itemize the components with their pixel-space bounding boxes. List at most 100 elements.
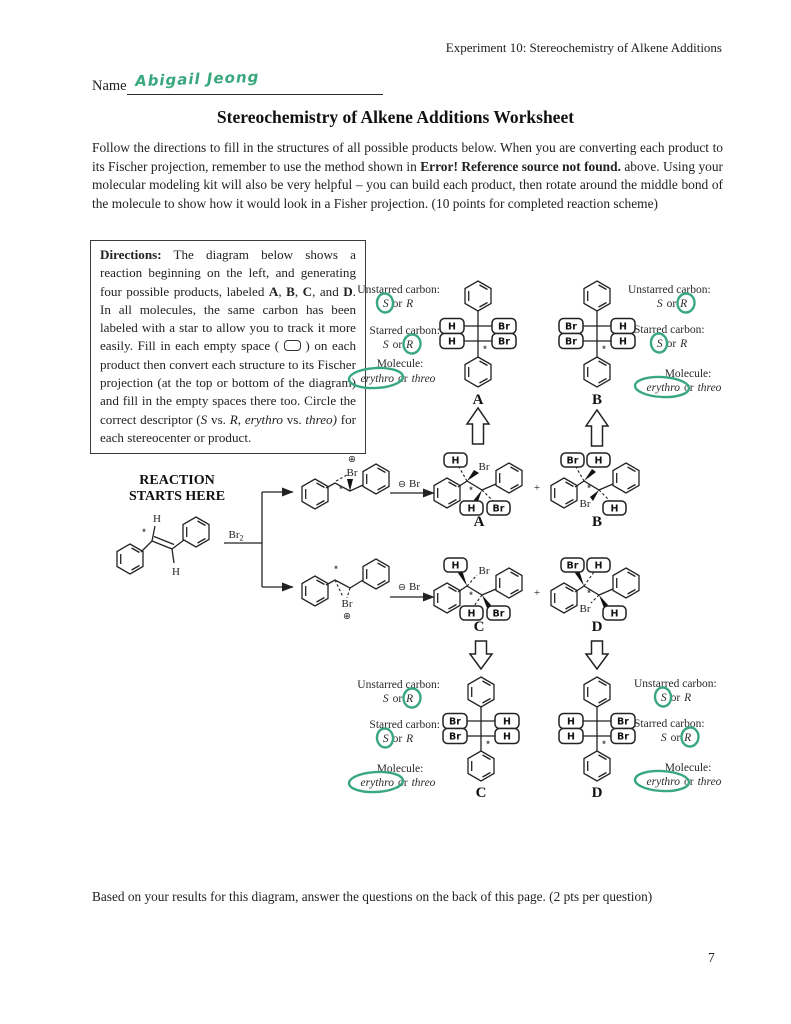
fill-box-A-right-bottom[interactable]: [491, 332, 517, 350]
molecule-label: Molecule:: [665, 762, 712, 774]
phenyl-ring: [495, 462, 523, 494]
fill-box-A-bottom-right[interactable]: [486, 500, 511, 516]
option-S[interactable]: S: [657, 298, 663, 310]
option-erythro[interactable]: erythro: [361, 373, 395, 385]
dashed-bonds: [334, 579, 351, 599]
or-text: or: [671, 692, 681, 704]
fill-box-A-left-bottom[interactable]: [439, 332, 465, 350]
option-erythro[interactable]: erythro: [361, 777, 395, 789]
option-S[interactable]: S: [383, 733, 389, 745]
hand-letter: Br: [565, 337, 577, 348]
fill-box-C-bottom-left[interactable]: [459, 605, 484, 621]
hand-letter: Br: [498, 322, 510, 333]
fill-box-A-bottom-left[interactable]: [459, 500, 484, 516]
answer-circle-D-unstarred-S: [653, 686, 673, 708]
product-D-structure: Br H Br H * D: [550, 557, 640, 671]
phenyl-ring: [301, 575, 329, 607]
fischer-bonds: [464, 311, 492, 357]
fill-box-C-right-bottom[interactable]: [494, 727, 520, 745]
option-threo[interactable]: threo: [412, 777, 436, 789]
text-segment: vs.: [282, 411, 306, 427]
fill-box-B-bottom-right[interactable]: [602, 500, 627, 516]
page-number: 7: [708, 950, 715, 965]
text-segment: above. Using your molecular modeling kit…: [92, 158, 723, 211]
starred-carbon-label: Starred carbon:: [369, 325, 440, 337]
label-D: D: [592, 785, 603, 801]
fill-box-B-top-left[interactable]: [560, 452, 585, 468]
option-R[interactable]: R: [405, 339, 413, 351]
text-segment: ) on each product then convert each stru…: [100, 338, 357, 427]
molecule-label: Molecule:: [377, 358, 424, 370]
fill-box-D-top-left[interactable]: [560, 557, 585, 573]
name-field[interactable]: Abigail Jeong: [126, 68, 383, 95]
or-text: or: [667, 298, 677, 310]
star-mark: *: [142, 527, 146, 537]
hand-letter: H: [595, 456, 603, 467]
fischer-projection-C: Br Br H H * C: [442, 676, 520, 801]
option-threo[interactable]: threo: [698, 382, 722, 394]
fill-box-D-bottom-right[interactable]: [602, 605, 627, 621]
fill-box-D-left-bottom[interactable]: [558, 727, 584, 745]
phenyl-ring: [362, 463, 390, 495]
option-R[interactable]: R: [683, 732, 691, 744]
directions-box: Directions: The diagram below shows a re…: [90, 240, 366, 455]
phenyl-ring: [550, 582, 578, 614]
fill-box-B-top-right[interactable]: [586, 452, 611, 468]
fill-box-B-left-bottom[interactable]: [558, 332, 584, 350]
option-R[interactable]: R: [679, 298, 687, 310]
br-label: Br: [342, 598, 353, 610]
phenyl-ring: [612, 462, 640, 494]
intro-paragraph: Follow the directions to fill in the str…: [92, 139, 723, 213]
wedge-bond: [458, 570, 467, 586]
hand-letter: H: [468, 504, 476, 515]
text-segment: R: [229, 411, 238, 427]
option-R[interactable]: R: [679, 338, 687, 350]
fill-box-D-right-bottom[interactable]: [610, 727, 636, 745]
hand-letter: Br: [565, 322, 577, 333]
phenyl-ring: [464, 280, 492, 312]
fill-box-A-top-left[interactable]: [443, 452, 468, 468]
fischer-projection-A: H H Br Br * A: [439, 280, 517, 445]
text-segment: The diagram below shows a reaction begin…: [100, 247, 356, 299]
option-R[interactable]: R: [405, 298, 413, 310]
hand-letter: H: [468, 609, 476, 620]
stilbene-structure: H H *: [116, 513, 210, 578]
phenyl-ring: [182, 516, 210, 548]
fill-box-C-top-left[interactable]: [443, 557, 468, 573]
fill-box-B-right-bottom[interactable]: [610, 332, 636, 350]
star-mark: *: [334, 564, 338, 574]
option-S[interactable]: S: [657, 338, 663, 350]
option-R[interactable]: R: [405, 693, 413, 705]
bromide-label: ⊖Br: [398, 581, 420, 593]
option-S[interactable]: S: [383, 693, 389, 705]
up-arrow-A: [465, 406, 491, 445]
answer-circle-D-erythro: [633, 769, 691, 793]
option-R[interactable]: R: [405, 733, 413, 745]
option-S[interactable]: S: [383, 298, 389, 310]
intermediate-top: Br ⊕ * ⊖Br: [301, 454, 435, 510]
star-mark: *: [587, 483, 591, 493]
wedge-bond: [467, 470, 479, 481]
option-S[interactable]: S: [661, 692, 667, 704]
option-S[interactable]: S: [383, 339, 389, 351]
reaction-starts-here-line2: STARTS HERE: [129, 489, 225, 504]
label-D: D: [592, 619, 603, 635]
br-ion: Br: [409, 478, 420, 490]
or-text: or: [393, 298, 403, 310]
fill-box-C-left-bottom[interactable]: [442, 727, 468, 745]
option-threo[interactable]: threo: [412, 373, 436, 385]
option-R[interactable]: R: [683, 692, 691, 704]
fill-box-C-bottom-right[interactable]: [486, 605, 511, 621]
fill-box-D-top-right[interactable]: [586, 557, 611, 573]
option-erythro[interactable]: erythro: [647, 776, 681, 788]
option-S[interactable]: S: [661, 732, 667, 744]
phenyl-ring: [464, 356, 492, 388]
option-erythro[interactable]: erythro: [647, 382, 681, 394]
option-threo[interactable]: threo: [698, 776, 722, 788]
hand-letter: Br: [498, 337, 510, 348]
